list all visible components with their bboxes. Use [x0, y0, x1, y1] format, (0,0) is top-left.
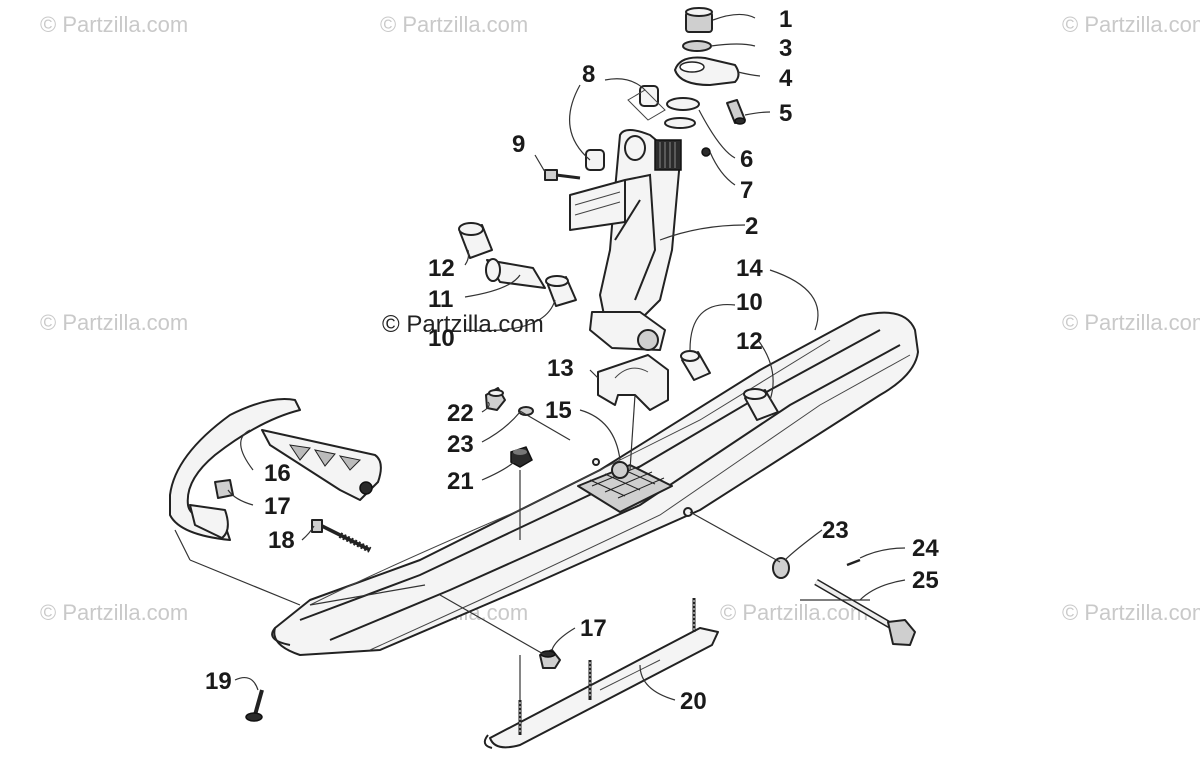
callout-12-right[interactable]: 12	[736, 328, 763, 355]
spindle-bolt[interactable]	[544, 169, 581, 181]
callout-5[interactable]: 5	[779, 100, 792, 127]
bolt-19[interactable]	[245, 689, 264, 722]
bushing[interactable]	[585, 149, 605, 171]
sleeve-11[interactable]	[485, 258, 546, 289]
washer[interactable]	[682, 40, 712, 52]
watermark-layer: © Partzilla.com © Partzilla.com © Partzi…	[40, 12, 1200, 625]
cotter-pin-24[interactable]	[846, 558, 861, 567]
nut-17-bottom[interactable]	[539, 649, 561, 669]
callout-4[interactable]: 4	[779, 65, 793, 92]
callout-8[interactable]: 8	[582, 61, 595, 88]
center-watermark: © Partzilla.com	[382, 311, 544, 338]
callout-7[interactable]: 7	[740, 177, 753, 204]
bushing-12-right[interactable]	[743, 388, 779, 421]
callout-labels: 1 3 4 5 6 7 8 9 2 14 12 11 10 10 12 13 2…	[205, 6, 939, 715]
callout-6[interactable]: 6	[740, 146, 753, 173]
saddle[interactable]	[597, 354, 669, 411]
spindle-stop	[569, 179, 626, 231]
callout-25[interactable]: 25	[912, 567, 939, 594]
callout-20[interactable]: 20	[680, 688, 707, 715]
bushing[interactable]	[639, 85, 659, 107]
watermark: © Partzilla.com	[380, 12, 528, 37]
callout-12-left[interactable]: 12	[428, 255, 455, 282]
bushing-12-left[interactable]	[458, 222, 493, 259]
watermark: © Partzilla.com	[40, 12, 188, 37]
ski-handle[interactable]	[169, 398, 382, 541]
watermark: © Partzilla.com	[720, 600, 868, 625]
leader-lines	[174, 13, 906, 701]
callout-9[interactable]: 9	[512, 131, 525, 158]
watermark: © Partzilla.com	[40, 600, 188, 625]
ring[interactable]	[666, 97, 700, 111]
watermark: © Partzilla.com	[1062, 600, 1200, 625]
nut-21[interactable]	[510, 446, 533, 468]
callout-22[interactable]: 22	[447, 400, 474, 427]
callout-24[interactable]: 24	[912, 535, 939, 562]
callout-23-left[interactable]: 23	[447, 431, 474, 458]
steering-arm[interactable]	[674, 56, 740, 86]
arm-bolt[interactable]	[726, 99, 746, 125]
set-screw[interactable]	[701, 147, 711, 157]
bolt-25[interactable]	[814, 578, 916, 646]
callout-23-right[interactable]: 23	[822, 517, 849, 544]
callout-13[interactable]: 13	[547, 355, 574, 382]
callout-10-left[interactable]: 10	[428, 325, 455, 352]
watermark: © Partzilla.com	[1062, 310, 1200, 335]
ring[interactable]	[664, 117, 696, 129]
callout-15[interactable]: 15	[545, 397, 572, 424]
callout-16[interactable]: 16	[264, 460, 291, 487]
callout-1[interactable]: 1	[779, 6, 792, 33]
watermark: © Partzilla.com	[1062, 12, 1200, 37]
callout-11[interactable]: 11	[428, 286, 453, 313]
callout-19[interactable]: 19	[205, 668, 232, 695]
callout-10-right[interactable]: 10	[736, 289, 763, 316]
bolt-18[interactable]	[311, 519, 372, 553]
handle-nut[interactable]	[189, 479, 234, 539]
callout-18[interactable]: 18	[268, 527, 295, 554]
washer-23-right[interactable]	[772, 557, 790, 579]
spindle[interactable]	[589, 129, 682, 351]
watermark: © Partzilla.com	[40, 310, 188, 335]
nut-22[interactable]	[485, 387, 506, 411]
bushing-10-left[interactable]	[545, 275, 577, 307]
callout-17-handle[interactable]: 17	[264, 493, 291, 520]
wear-bar[interactable]	[483, 598, 719, 749]
cap[interactable]	[685, 7, 713, 33]
bushing-10-right[interactable]	[680, 350, 711, 381]
callout-14[interactable]: 14	[736, 255, 763, 282]
callout-2[interactable]: 2	[745, 213, 758, 240]
callout-21[interactable]: 21	[447, 468, 474, 495]
callout-17-bottom[interactable]: 17	[580, 615, 607, 642]
callout-3[interactable]: 3	[779, 35, 792, 62]
